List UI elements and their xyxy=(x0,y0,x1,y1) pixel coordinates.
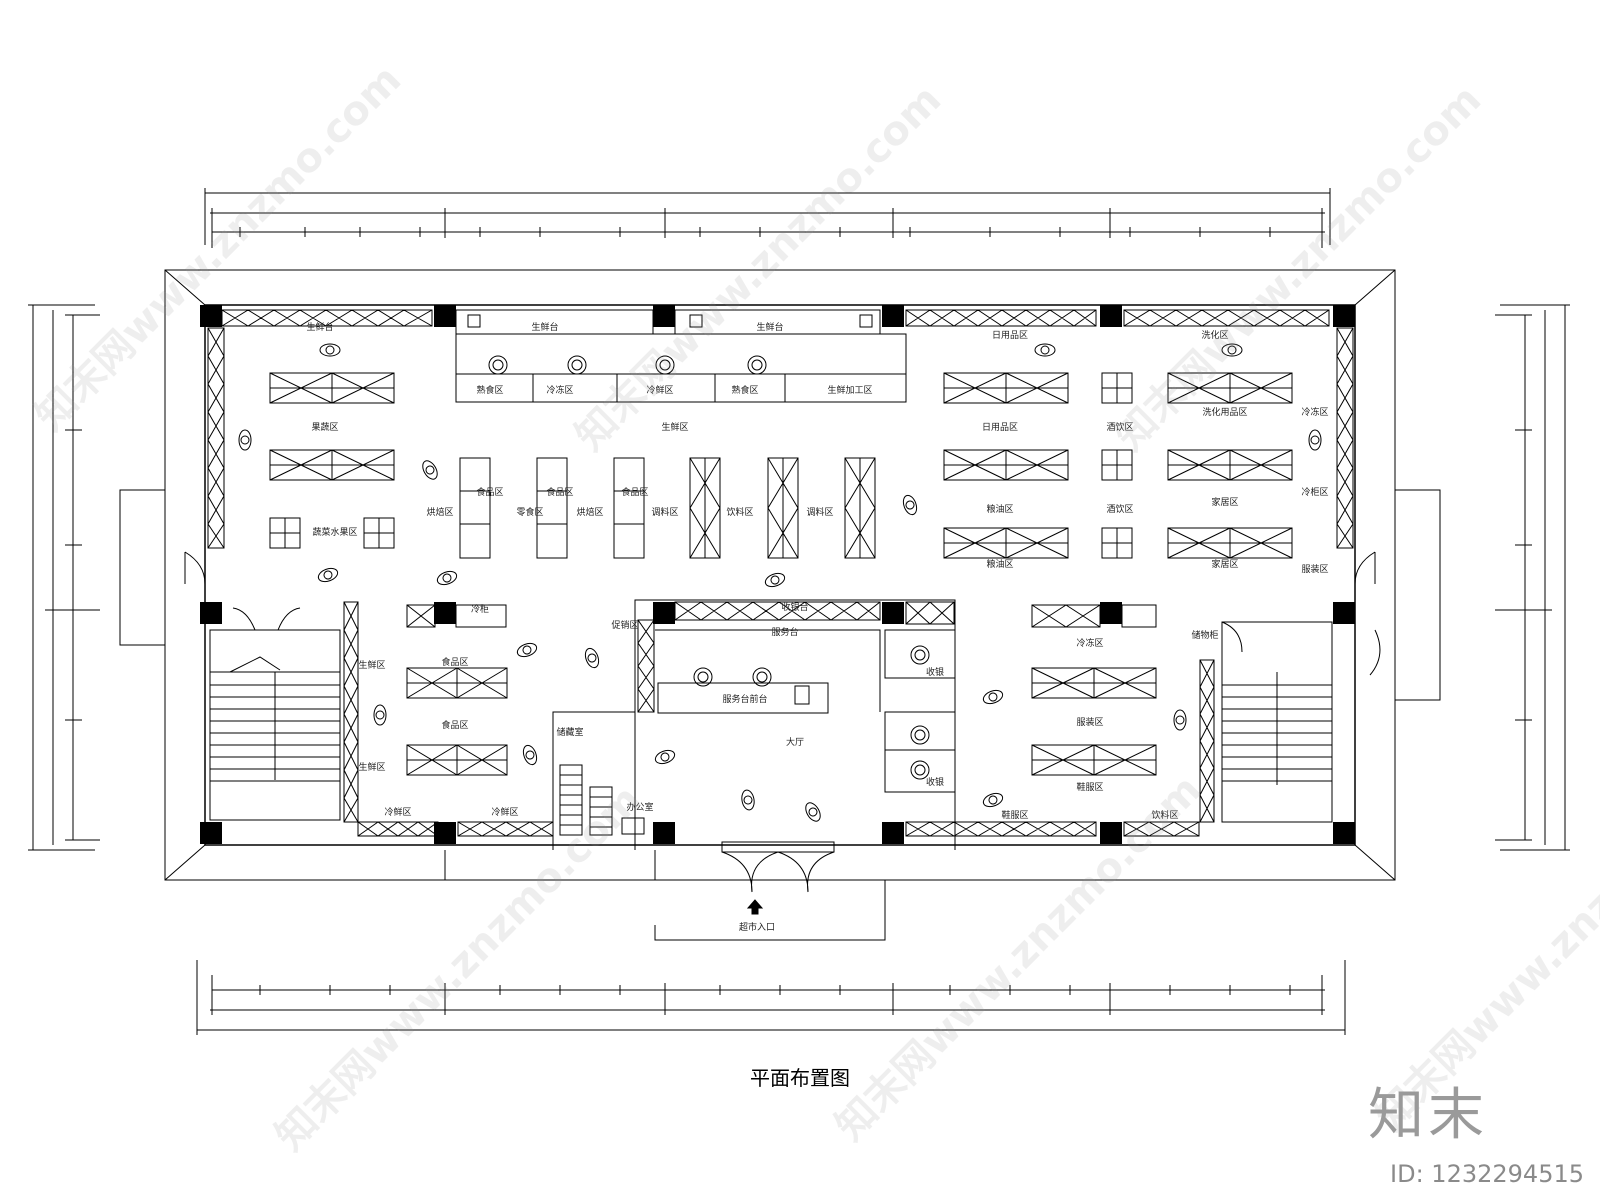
room-label: 粮油区 xyxy=(986,558,1013,570)
room-label: 生鲜区 xyxy=(661,421,688,433)
room-label: 熟食区 xyxy=(731,384,758,396)
room-label: 冷冻区 xyxy=(1301,406,1328,418)
gondola-shelves xyxy=(269,372,1293,776)
drawing-title: 平面布置图 xyxy=(750,1066,850,1090)
room-label: 饮料区 xyxy=(726,506,753,518)
room-label: 家居区 xyxy=(1211,496,1238,508)
room-label: 冷柜区 xyxy=(1301,486,1328,498)
room-label: 冷鲜区 xyxy=(646,384,673,396)
room-label: 调料区 xyxy=(806,506,833,518)
room-label: 冷冻区 xyxy=(1076,637,1103,649)
room-label: 生鲜加工区 xyxy=(827,384,872,396)
room-label: 生鲜台 xyxy=(306,321,333,333)
perimeter-shelving xyxy=(207,309,1354,837)
room-label: 食品区 xyxy=(441,719,468,731)
top-dimension-lines xyxy=(204,188,1331,248)
room-label: 冷冻区 xyxy=(546,384,573,396)
room-label: 食品区 xyxy=(476,486,503,498)
room-label: 服务台前台 xyxy=(722,693,767,705)
entrance-arrow-icon xyxy=(746,899,764,915)
room-label: 服装区 xyxy=(1301,563,1328,575)
stairwell-right xyxy=(1221,621,1333,823)
room-label: 收银台 xyxy=(781,601,808,613)
room-label: 生鲜台 xyxy=(531,321,558,333)
room-label: 家居区 xyxy=(1211,558,1238,570)
room-label: 储藏室 xyxy=(556,726,583,738)
room-label: 收银 xyxy=(926,776,944,788)
structural-columns xyxy=(200,305,1355,844)
center-shelving xyxy=(459,457,876,559)
room-label: 洗化区 xyxy=(1201,329,1228,341)
column-shelves xyxy=(406,604,1157,628)
room-label: 鞋服区 xyxy=(1001,809,1028,821)
right-dimension-lines xyxy=(1495,304,1570,851)
stairwell-left xyxy=(209,607,341,821)
entrance-label: 超市入口 xyxy=(739,921,775,933)
room-labels: 生鲜台生鲜台生鲜台熟食区冷冻区冷鲜区熟食区生鲜加工区果蔬区生鲜区日用品区洗化区日… xyxy=(306,321,1328,821)
room-label: 冷鲜区 xyxy=(491,806,518,818)
room-label: 食品区 xyxy=(621,486,648,498)
room-label: 收银 xyxy=(926,666,944,678)
room-label: 鞋服区 xyxy=(1076,781,1103,793)
display-cubes xyxy=(269,372,1133,559)
room-label: 洗化用品区 xyxy=(1202,406,1247,418)
building-outline xyxy=(119,269,1441,941)
room-label: 调料区 xyxy=(651,506,678,518)
left-dimension-lines xyxy=(28,304,100,851)
room-label: 储物柜 xyxy=(1191,629,1218,641)
room-label: 生鲜台 xyxy=(756,321,783,333)
room-label: 冷柜 xyxy=(471,603,489,615)
doors xyxy=(184,551,1381,893)
room-label: 服装区 xyxy=(1076,716,1103,728)
room-label: 日用品区 xyxy=(982,422,1018,433)
image-id-label: ID: 1232294515 xyxy=(1390,1160,1584,1188)
shopper-figures xyxy=(238,343,1322,822)
room-label: 食品区 xyxy=(441,656,468,668)
room-label: 促销区 xyxy=(611,619,638,631)
room-label: 食品区 xyxy=(546,486,573,498)
room-label: 蔬菜水果区 xyxy=(312,526,357,538)
room-label: 熟食区 xyxy=(476,384,503,396)
room-label: 零食区 xyxy=(516,506,543,518)
room-label: 粮油区 xyxy=(986,503,1013,515)
fresh-counter xyxy=(455,309,907,403)
room-label: 酒饮区 xyxy=(1106,421,1133,433)
room-label: 饮料区 xyxy=(1151,809,1178,821)
room-label: 冷鲜区 xyxy=(384,806,411,818)
room-label: 烘焙区 xyxy=(576,506,603,518)
room-label: 大厅 xyxy=(786,736,804,748)
room-label: 服务台 xyxy=(771,626,798,638)
room-label: 烘焙区 xyxy=(426,506,453,518)
room-label: 生鲜区 xyxy=(358,659,385,671)
room-label: 酒饮区 xyxy=(1106,503,1133,515)
room-label: 办公室 xyxy=(626,801,653,813)
logo: 知末 xyxy=(1368,1083,1488,1148)
checkout-area xyxy=(552,599,956,850)
bottom-dimension-lines xyxy=(196,960,1346,1035)
room-label: 日用品区 xyxy=(992,330,1028,341)
room-label: 果蔬区 xyxy=(311,421,338,433)
room-label: 生鲜区 xyxy=(358,761,385,773)
